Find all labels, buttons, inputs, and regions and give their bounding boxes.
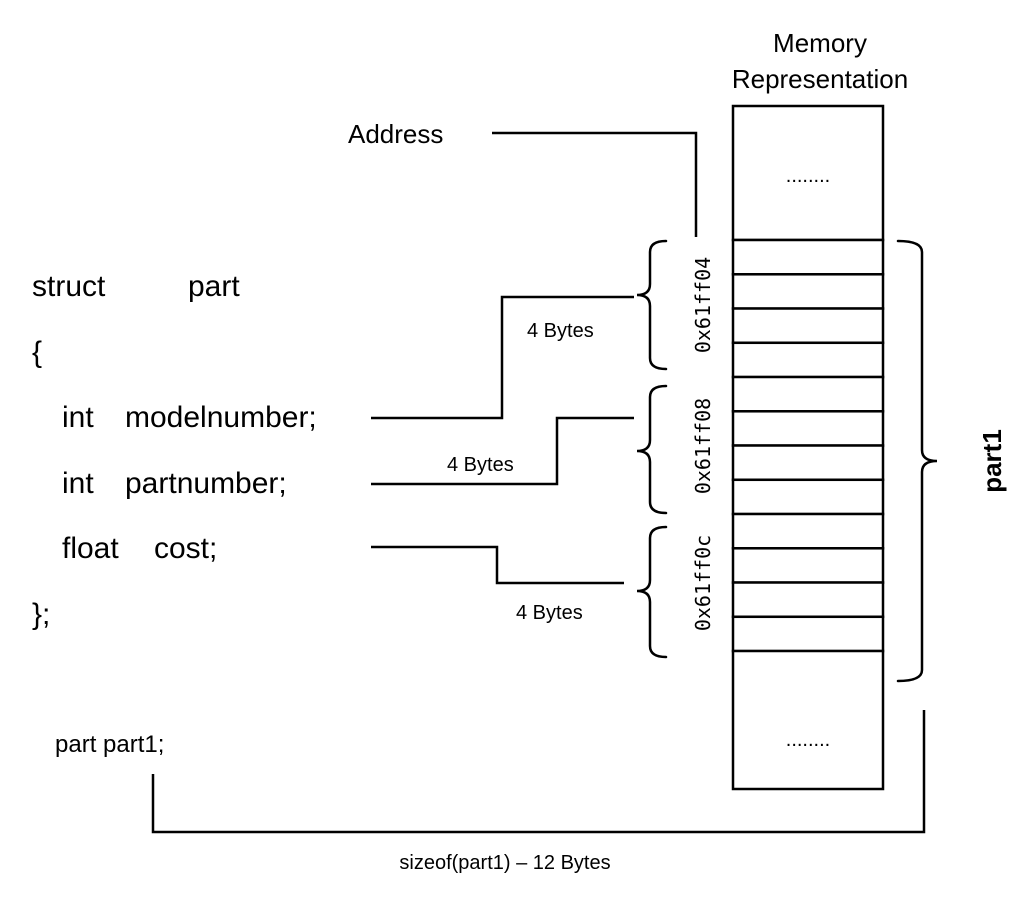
- size-label-partnumber: 4 Bytes: [447, 454, 514, 476]
- size-label-cost: 4 Bytes: [516, 602, 583, 624]
- declaration: part part1;: [55, 731, 164, 758]
- struct-name: part: [188, 270, 240, 303]
- brace-partnumber: [636, 384, 668, 515]
- member-type: int: [62, 467, 94, 500]
- member-name: modelnumber;: [125, 401, 317, 434]
- memory-byte-cell: [731, 238, 885, 276]
- sizeof-label: sizeof(part1) – 12 Bytes: [399, 852, 610, 874]
- memory-byte-cell: [731, 375, 885, 413]
- memory-byte-cell: [731, 410, 885, 447]
- close-brace: };: [32, 598, 50, 631]
- member-type: float: [62, 532, 119, 565]
- address-leader-line: [492, 131, 698, 237]
- memory-column: ........ ........: [731, 104, 885, 791]
- address-modelnumber: 0x61ff04: [691, 257, 715, 353]
- memory-byte-cell: [731, 444, 885, 482]
- member-name: partnumber;: [125, 467, 287, 500]
- memory-byte-cell: [731, 547, 885, 584]
- brace-cost: [636, 525, 668, 659]
- brace-part1: [896, 239, 938, 683]
- memory-byte-cell: [731, 341, 885, 379]
- memory-byte-cell: [731, 512, 885, 550]
- connector-partnumber: [371, 416, 634, 486]
- sizeof-bracket-line: [151, 710, 926, 834]
- memory-byte-cell: [731, 615, 885, 653]
- address-label: Address: [348, 119, 443, 149]
- brace-modelnumber: [636, 239, 668, 371]
- memory-cell-after: [731, 649, 885, 791]
- address-cost: 0x61ff0c: [691, 535, 715, 631]
- size-label-modelnumber: 4 Bytes: [527, 320, 594, 342]
- memory-byte-cell: [731, 273, 885, 310]
- variable-label-part1: part1: [977, 429, 1007, 493]
- address-partnumber: 0x61ff08: [691, 398, 715, 494]
- struct-keyword: struct: [32, 270, 106, 303]
- member-type: int: [62, 401, 94, 434]
- ellipsis-bottom: ........: [786, 729, 830, 751]
- memory-byte-cell: [731, 478, 885, 516]
- memory-title-line2: Representation: [732, 64, 908, 94]
- byte-cells: [731, 238, 885, 653]
- ellipsis-top: ........: [786, 165, 830, 187]
- memory-title-line1: Memory: [773, 28, 867, 58]
- memory-byte-cell: [731, 581, 885, 619]
- memory-cell-before: [731, 104, 885, 242]
- member-name: cost;: [154, 532, 217, 565]
- connector-cost: [371, 545, 624, 585]
- memory-byte-cell: [731, 307, 885, 345]
- connector-modelnumber: [371, 295, 634, 420]
- open-brace: {: [32, 336, 42, 369]
